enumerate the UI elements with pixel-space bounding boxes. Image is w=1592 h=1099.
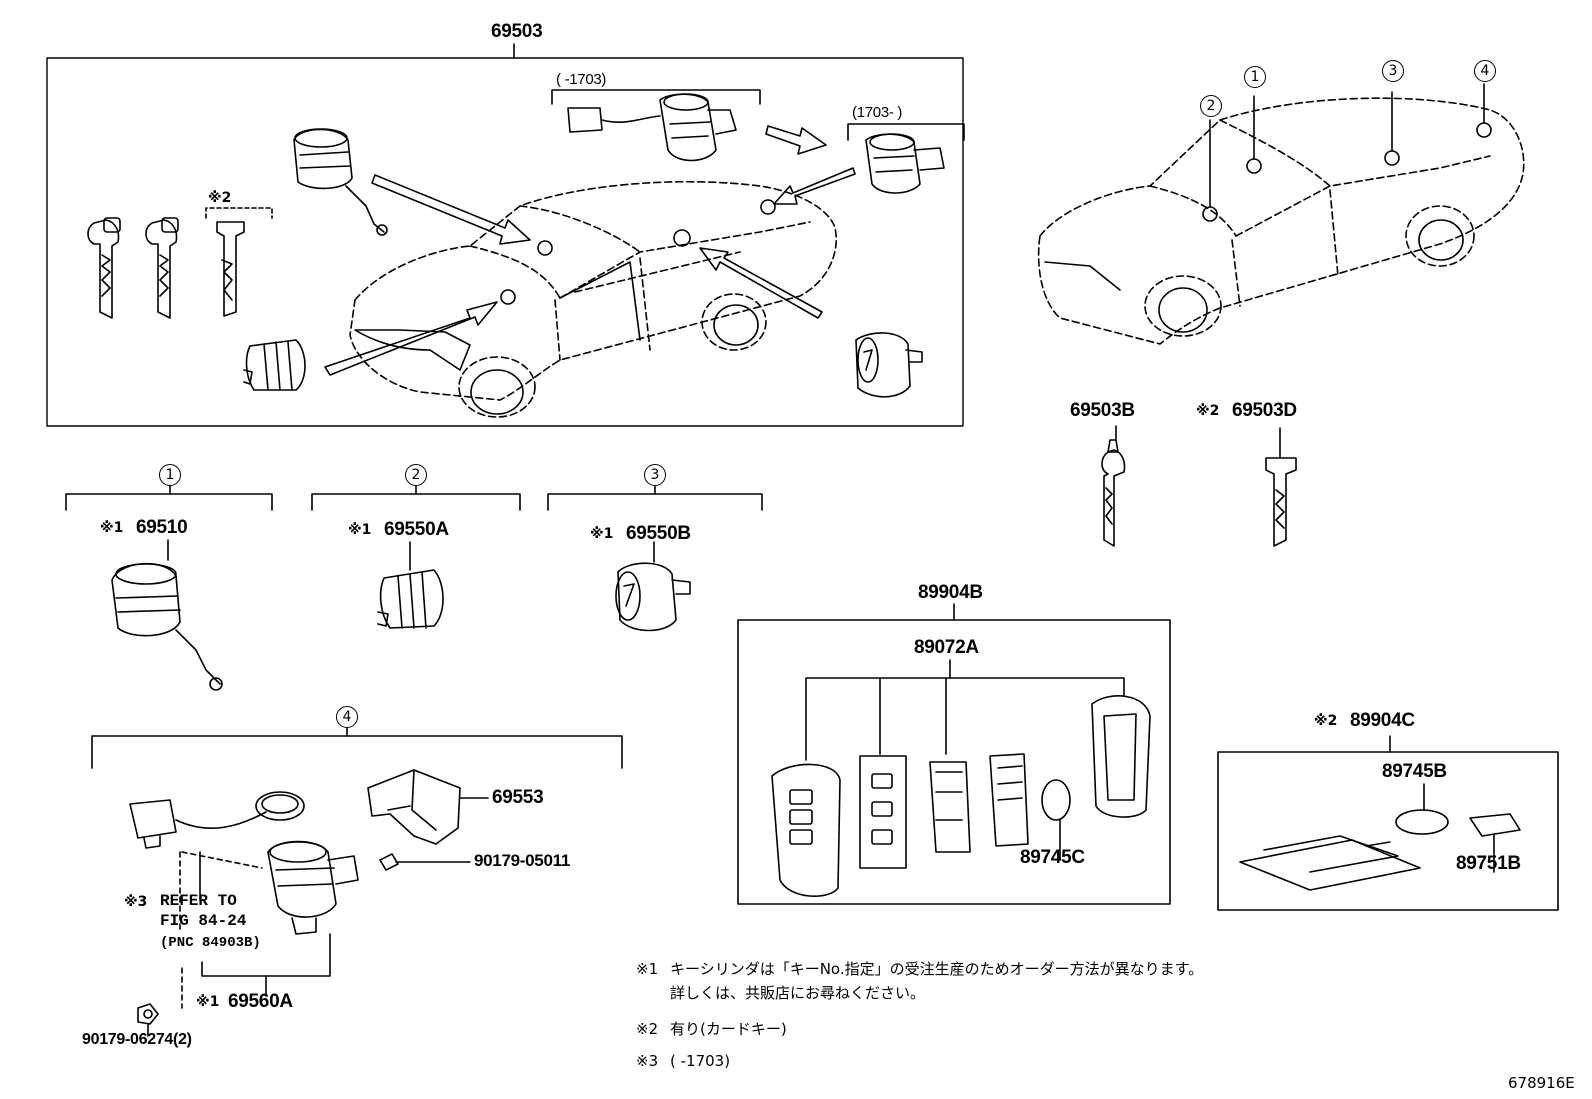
glove-69550B-art	[615, 541, 691, 632]
period-early-label: ( -1703)	[556, 71, 607, 88]
part-69503B[interactable]: 69503B	[1070, 400, 1135, 421]
rubber-art	[989, 753, 1029, 847]
callout-3[interactable]: 3	[1382, 60, 1404, 82]
refer-line-2[interactable]: FIG 84-24	[160, 912, 247, 930]
card-key-frame	[1217, 751, 1559, 911]
part-90179-06274[interactable]: 90179-06274(2)	[82, 1031, 192, 1048]
section-3-circle[interactable]: 3	[644, 464, 666, 486]
door-cylinder-asm	[293, 128, 388, 236]
circuit-board-art	[929, 761, 971, 853]
bracket-s4	[91, 735, 623, 769]
screw-art	[379, 853, 399, 871]
bracket-s3	[547, 493, 763, 511]
part-69560A[interactable]: 69560A	[228, 991, 293, 1012]
bracket-early	[551, 89, 761, 105]
battery-89745B-art	[1395, 809, 1449, 835]
fob-shell-art	[771, 763, 841, 897]
s3-prefix: ※1	[590, 526, 614, 542]
section-4-circle[interactable]: 4	[336, 706, 358, 728]
part-69550B[interactable]: 69550B	[626, 523, 691, 544]
bracket-card	[205, 207, 273, 219]
key-69503D-art	[1265, 457, 1297, 547]
s1-prefix: ※1	[100, 520, 124, 536]
note-1-line-2: 詳しくは、共販店にお尋ねください。	[670, 984, 926, 1002]
part-69550A[interactable]: 69550A	[384, 519, 449, 540]
s2-prefix: ※1	[348, 522, 372, 538]
pointer-arrows	[324, 125, 856, 376]
card-art	[1239, 835, 1421, 891]
s4-cyl-prefix: ※1	[196, 994, 220, 1010]
car-outline-large	[349, 180, 837, 418]
note-1-line-1: キーシリンダは「キーNo.指定」の受注生産のためオーダー方法が異なります。	[670, 960, 1204, 978]
figure-id: 678916E	[1508, 1074, 1575, 1092]
part-89904B[interactable]: 89904B	[918, 582, 983, 603]
door-cylinder-69510-art	[111, 539, 223, 691]
nut-art	[137, 1003, 159, 1025]
car-outline-small	[1037, 97, 1525, 345]
trunk-cylinder-late	[865, 133, 945, 194]
button-pad-art	[859, 755, 907, 869]
ignition-69550A-art	[377, 541, 444, 629]
connector-art	[129, 791, 305, 849]
card-kit-prefix: ※2	[1314, 713, 1338, 729]
car-small-solid	[1044, 219, 1464, 333]
mech-key-1	[87, 217, 121, 319]
trunk-cylinder-69560A-art	[267, 840, 359, 935]
sticker-art	[1469, 813, 1521, 837]
note-2-mark: ※2	[636, 1020, 659, 1038]
cover-69553-art	[367, 769, 461, 845]
mech-key-2	[145, 217, 179, 319]
part-89072A[interactable]: 89072A	[914, 637, 979, 658]
note-2-text: 有り(カードキー)	[670, 1020, 787, 1038]
bracket-late	[847, 123, 965, 141]
part-89904C[interactable]: 89904C	[1350, 710, 1415, 731]
bracket-s1	[65, 493, 273, 511]
card-key-blade	[216, 221, 245, 317]
callout-1[interactable]: 1	[1244, 66, 1266, 88]
section-1-circle[interactable]: 1	[159, 464, 181, 486]
callout-4[interactable]: 4	[1474, 60, 1496, 82]
note-3-mark: ※3	[636, 1052, 659, 1070]
refer-line-3: (PNC 84903B)	[160, 935, 261, 951]
part-89751B[interactable]: 89751B	[1456, 853, 1521, 874]
period-late-label: (1703- )	[852, 104, 903, 121]
assembly-frame	[46, 57, 964, 427]
glove-cylinder-asm	[855, 332, 923, 398]
callout-2[interactable]: 2	[1200, 95, 1222, 117]
note-3-text: ( -1703)	[670, 1052, 731, 1070]
car-solid-lines	[354, 261, 759, 415]
part-89745C[interactable]: 89745C	[1020, 847, 1085, 868]
part-69553[interactable]: 69553	[492, 787, 544, 808]
card-key-note-mark: ※2	[208, 190, 232, 206]
trunk-cylinder-early	[567, 93, 737, 162]
battery-89745C-art	[1041, 779, 1071, 821]
key-69503B-art	[1101, 439, 1126, 547]
fob-cover-art	[1091, 695, 1151, 818]
refer-line-1[interactable]: REFER TO	[160, 892, 237, 910]
part-89745B[interactable]: 89745B	[1382, 761, 1447, 782]
part-90179-05011[interactable]: 90179-05011	[474, 851, 570, 870]
part-69503D[interactable]: 69503D	[1232, 400, 1297, 421]
assembly-part-number[interactable]: 69503	[491, 21, 543, 42]
key-d-prefix: ※2	[1196, 403, 1220, 419]
section-2-circle[interactable]: 2	[405, 464, 427, 486]
part-69510[interactable]: 69510	[136, 517, 188, 538]
note-1-mark: ※1	[636, 960, 659, 978]
bracket-s2	[311, 493, 521, 511]
refer-prefix: ※3	[124, 894, 148, 910]
ignition-cylinder-asm	[243, 339, 306, 391]
